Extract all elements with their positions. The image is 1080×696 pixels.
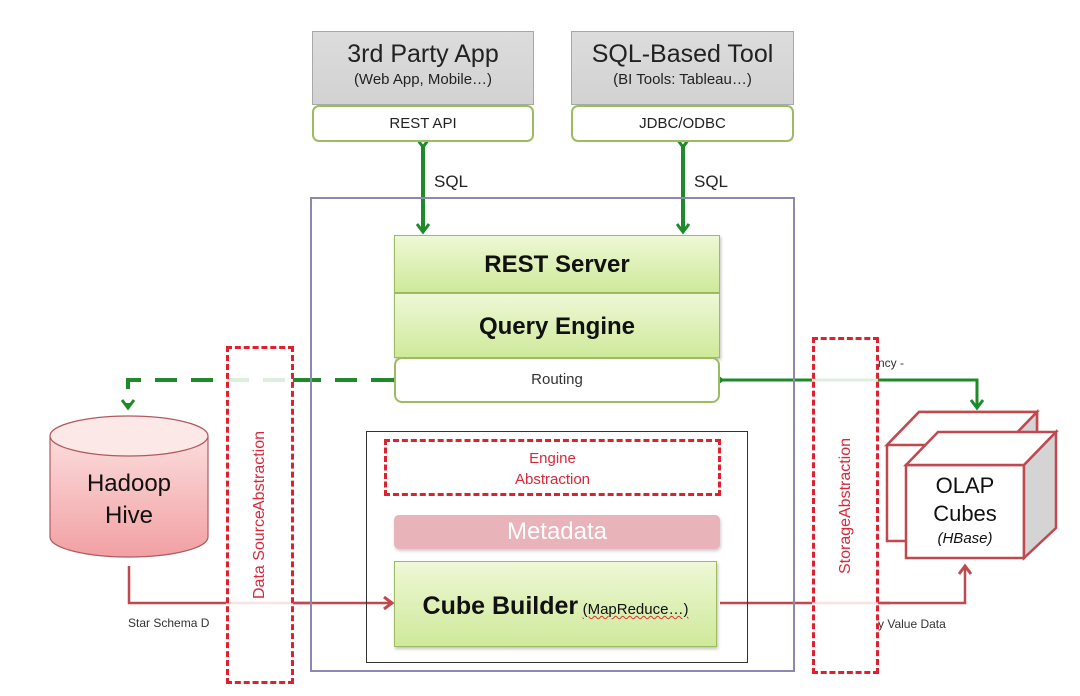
third-party-app-box: 3rd Party App (Web App, Mobile…)	[312, 31, 534, 105]
storage-abstraction-box: Storage Abstraction	[812, 337, 879, 674]
storage-abstraction-label: Storage Abstraction	[823, 340, 869, 672]
metadata-box: Metadata	[394, 515, 720, 549]
sql-based-tool-box: SQL-Based Tool (BI Tools: Tableau…)	[571, 31, 794, 105]
hadoop-hive-line-1: Hadoop	[86, 470, 172, 497]
sql-based-tool-title: SQL-Based Tool	[591, 40, 774, 68]
data-source-abstraction-line-2: Abstraction	[251, 430, 268, 511]
data-source-abstraction-box: Data Source Abstraction	[226, 346, 294, 684]
cube-builder-to-olap-arrow	[720, 566, 965, 605]
cube-builder-label: Cube Builder	[422, 592, 579, 620]
sql-based-tool-subtitle: (BI Tools: Tableau…)	[613, 71, 752, 88]
key-value-data-label: y Value Data	[878, 617, 946, 631]
rest-server-box: REST Server	[394, 235, 720, 293]
cube-builder-box: Cube Builder (MapReduce…)	[394, 561, 717, 647]
routing-to-olap-arrow	[722, 380, 977, 408]
olap-cubes-label: OLAP Cubes (HBase)	[906, 472, 1024, 550]
olap-cubes-line-1: OLAP	[935, 473, 995, 498]
sql-label-left: SQL	[434, 172, 469, 191]
query-engine-label: Query Engine	[478, 313, 636, 340]
third-party-app-subtitle: (Web App, Mobile…)	[353, 71, 493, 88]
sql-label-right: SQL	[694, 172, 729, 191]
build-engine-frame	[366, 431, 748, 663]
data-source-abstraction-line-1: Data Source	[251, 510, 268, 600]
cube-builder-sub-label: (MapReduce…)	[582, 601, 689, 618]
engine-abstraction-box: Engine Abstraction	[384, 439, 721, 496]
hadoop-hive-label: Hadoop Hive	[50, 468, 208, 532]
server-frame	[310, 197, 795, 672]
engine-abstraction-line-2: Abstraction	[514, 471, 591, 488]
olap-cube-front	[903, 428, 1059, 561]
storage-abstraction-line-2: Abstraction	[837, 437, 854, 518]
routing-box: Routing	[394, 357, 720, 403]
jdbc-odbc-box: JDBC/ODBC	[571, 105, 794, 142]
storage-abstraction-line-1: Storage	[837, 518, 854, 575]
engine-abstraction-line-1: Engine	[529, 450, 576, 467]
third-party-app-title: 3rd Party App	[347, 40, 499, 68]
star-schema-label: Star Schema D	[128, 616, 210, 630]
rest-server-label: REST Server	[484, 251, 630, 278]
low-latency-label: ncy -	[878, 356, 905, 370]
hadoop-hive-line-2: Hive	[104, 502, 153, 529]
olap-cubes-line-2: Cubes	[933, 501, 997, 526]
query-engine-box: Query Engine	[394, 293, 720, 358]
hadoop-hive-cylinder	[49, 415, 209, 558]
data-source-abstraction-label: Data Source Abstraction	[237, 349, 283, 681]
olap-cubes-sub: (HBase)	[937, 530, 993, 547]
rest-api-box: REST API	[312, 105, 534, 142]
